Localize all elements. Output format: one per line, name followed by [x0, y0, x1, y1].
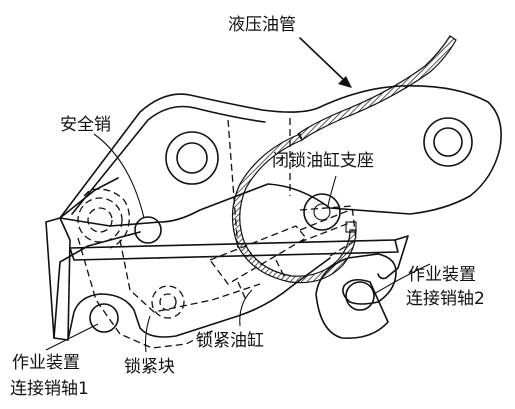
hidden-pin-lower [151, 285, 185, 319]
hidden-lock-cylinder [208, 225, 307, 285]
label-lock-cylinder: 锁紧油缸 [196, 330, 264, 351]
left-pin-hole-inner [176, 142, 208, 174]
hidden-outline-2 [77, 237, 215, 349]
lock-cylinder-leader [239, 289, 253, 327]
hidden-pin-left [77, 197, 123, 243]
label-attachment-pin-2-line2: 连接销轴2 [406, 289, 485, 309]
coupler-upper-plate-inner [71, 105, 266, 215]
label-attachment-pin-1-line2: 连接销轴1 [10, 379, 89, 399]
hidden-pin-lower-inner [159, 293, 177, 311]
frame-bar-top [69, 239, 399, 261]
hidden-outline-3 [119, 239, 261, 313]
left-pin-hole-outer [165, 131, 219, 185]
right-hook [315, 253, 397, 339]
safety-pin-leader [93, 133, 145, 219]
lock-cylinder-bracket-pin [303, 193, 341, 231]
hidden-right [299, 205, 357, 257]
hose-leader [299, 37, 345, 81]
hidden-pin-left-inner [87, 207, 113, 233]
label-lock-cylinder-bracket: 闭锁油缸支座 [272, 150, 374, 171]
label-safety-pin: 安全销 [60, 115, 111, 135]
attachment-pin-2-leader [373, 263, 431, 295]
lock-block-leader [144, 315, 151, 353]
left-frame [45, 217, 71, 341]
attachment-pin-1 [89, 303, 119, 333]
right-pin-hole-inner [433, 127, 463, 157]
hidden-outline-1 [83, 188, 130, 249]
label-hydraulic-hose: 液压油管 [228, 15, 296, 35]
right-pin-hole-outer [423, 117, 473, 167]
hidden-cylinder-rod [299, 209, 353, 243]
lock-cylinder-bracket-leader [327, 175, 337, 207]
hose-arrowhead [338, 76, 352, 88]
coupler-upper-plate [59, 85, 502, 227]
left-frame-bracket [59, 177, 119, 219]
hose-fitting [345, 221, 357, 233]
lower-jaw [67, 257, 331, 341]
safety-pin [134, 216, 162, 244]
label-attachment-pin-2-line1: 作业装置 [408, 265, 476, 285]
attachment-pin-1-leader [45, 323, 99, 351]
lock-cylinder-bracket-pin-inner [313, 203, 331, 221]
left-frame-side [53, 231, 141, 339]
label-attachment-pin-1-line1: 作业装置 [12, 353, 80, 373]
attachment-pin-2 [345, 281, 375, 311]
frame-bar-right-end [377, 235, 409, 280]
label-lock-block: 锁紧块 [124, 357, 175, 377]
